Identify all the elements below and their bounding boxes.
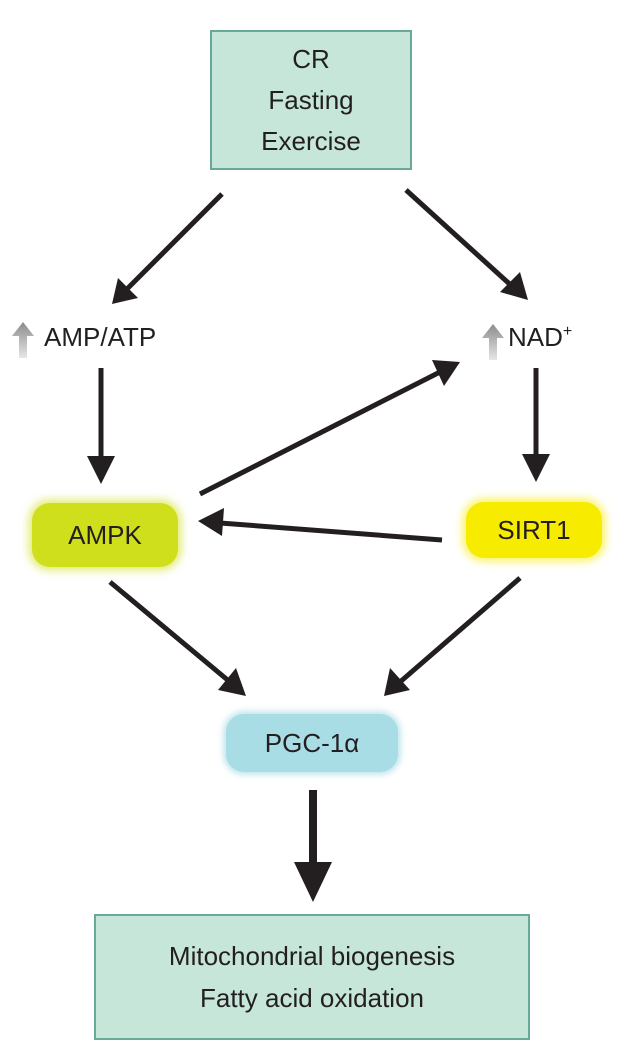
arrowhead-pgc-to-bottom — [294, 862, 332, 902]
arrowhead-sirt1-to-pgc — [384, 668, 410, 696]
nad-label: NAD+ — [508, 322, 572, 353]
arrowhead-amp-to-ampk — [87, 456, 115, 484]
arrowhead-sirt1-to-ampk — [198, 508, 224, 536]
condition-fasting: Fasting — [268, 84, 354, 115]
amp-atp-label: AMP/ATP — [44, 322, 157, 352]
nad-text: NAD — [508, 322, 563, 352]
arrow-ampk-to-nad — [198, 369, 442, 497]
arrowhead-nad-to-sirt1 — [522, 454, 550, 482]
outcome-mitochondrial-biogenesis: Mitochondrial biogenesis — [168, 941, 456, 971]
outcome-box: Mitochondrial biogenesis Fatty acid oxid… — [94, 914, 530, 1040]
sirt1-node: SIRT1 — [466, 502, 602, 558]
arrow-top-to-nad — [404, 188, 516, 290]
input-conditions-box: CR Fasting Exercise — [210, 30, 412, 170]
arrow-top-to-amp — [120, 192, 224, 296]
condition-cr: CR — [292, 43, 330, 74]
arrow-ampk-to-pgc — [108, 580, 232, 684]
arrow-sirt1-to-ampk — [219, 520, 443, 543]
up-arrow-icon — [482, 324, 504, 360]
ampk-node: AMPK — [32, 503, 178, 567]
outcome-fatty-acid-oxidation: Fatty acid oxidation — [199, 983, 424, 1013]
arrowhead-ampk-to-pgc — [218, 668, 246, 696]
arrowhead-top-to-nad — [500, 272, 528, 300]
condition-exercise: Exercise — [261, 125, 361, 156]
arrowhead-top-to-amp — [112, 278, 138, 304]
arrow-sirt1-to-pgc — [398, 576, 522, 684]
up-arrow-icon — [12, 322, 34, 358]
arrowhead-ampk-to-nad — [432, 360, 460, 386]
nad-superscript: + — [562, 323, 573, 340]
pgc1a-node: PGC-1α — [226, 714, 398, 772]
